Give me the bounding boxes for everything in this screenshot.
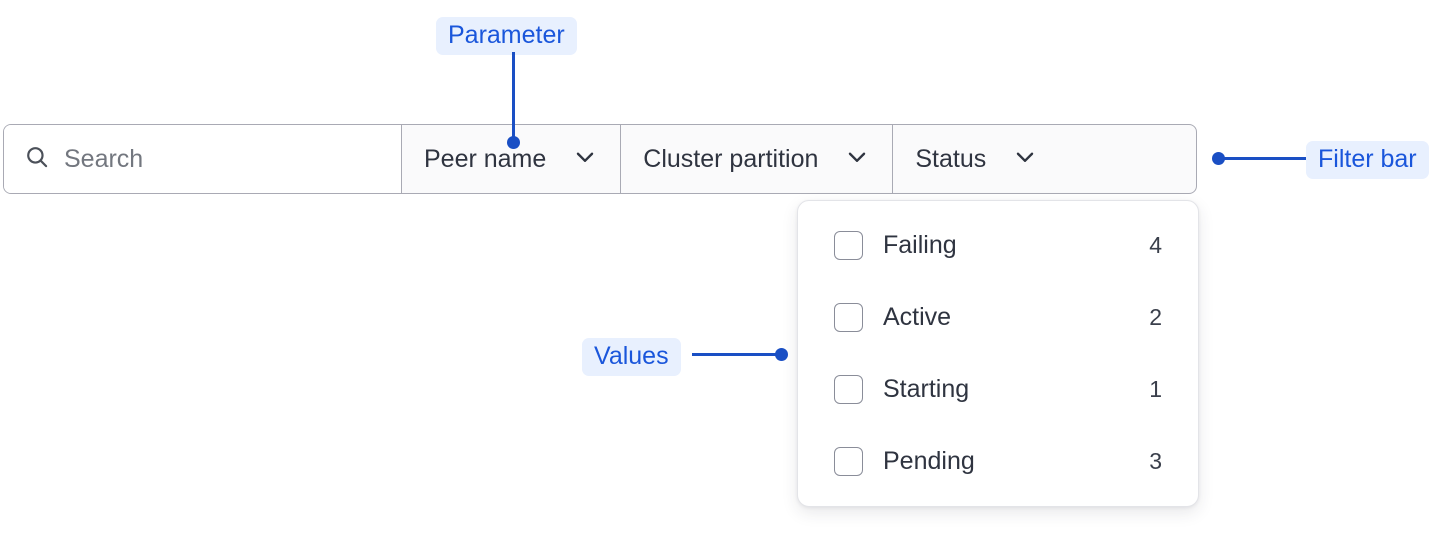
filter-dropdown-cluster-partition[interactable]: Cluster partition xyxy=(621,125,894,193)
checkbox[interactable] xyxy=(834,447,863,477)
annotation-label-filter-bar: Filter bar xyxy=(1306,141,1429,180)
chevron-down-icon xyxy=(844,144,870,175)
chevron-down-icon xyxy=(1012,144,1038,175)
filter-dropdown-label: Cluster partition xyxy=(643,144,819,173)
list-item[interactable]: Failing 4 xyxy=(834,223,1162,267)
annotation-anchor-dot-filter-bar xyxy=(1212,152,1225,165)
list-item-label: Active xyxy=(883,302,952,331)
filter-dropdown-label: Peer name xyxy=(424,144,547,173)
annotation-label-parameter: Parameter xyxy=(436,17,577,56)
filter-dropdown-status[interactable]: Status xyxy=(893,125,1061,193)
list-item-count: 1 xyxy=(1149,376,1162,403)
checkbox[interactable] xyxy=(834,375,863,405)
annotation-label-values: Values xyxy=(582,338,681,377)
checkbox[interactable] xyxy=(834,230,863,260)
list-item[interactable]: Pending 3 xyxy=(834,440,1162,484)
search-field-cell[interactable] xyxy=(4,125,402,193)
search-input[interactable] xyxy=(64,144,364,174)
annotation-leader-line-values xyxy=(692,353,782,356)
list-item-label: Failing xyxy=(883,230,957,259)
checkbox[interactable] xyxy=(834,302,863,332)
list-item-count: 3 xyxy=(1149,448,1162,475)
search-icon xyxy=(24,144,50,175)
list-item[interactable]: Starting 1 xyxy=(834,368,1162,412)
status-filter-dropdown-panel: Failing 4 Active 2 Starting 1 Pending 3 xyxy=(797,200,1199,507)
list-item-label: Pending xyxy=(883,447,975,476)
list-item-label: Starting xyxy=(883,375,970,404)
annotation-leader-line-parameter xyxy=(512,52,515,142)
chevron-down-icon xyxy=(572,144,598,175)
annotation-anchor-dot-values xyxy=(775,348,788,361)
list-item[interactable]: Active 2 xyxy=(834,295,1162,339)
annotation-leader-line-filter-bar xyxy=(1224,157,1306,160)
filter-dropdown-label: Status xyxy=(915,144,987,173)
filter-bar: Peer name Cluster partition Status xyxy=(3,124,1197,194)
list-item-count: 4 xyxy=(1149,231,1162,258)
list-item-count: 2 xyxy=(1149,303,1162,330)
annotation-anchor-dot-parameter xyxy=(507,136,520,149)
